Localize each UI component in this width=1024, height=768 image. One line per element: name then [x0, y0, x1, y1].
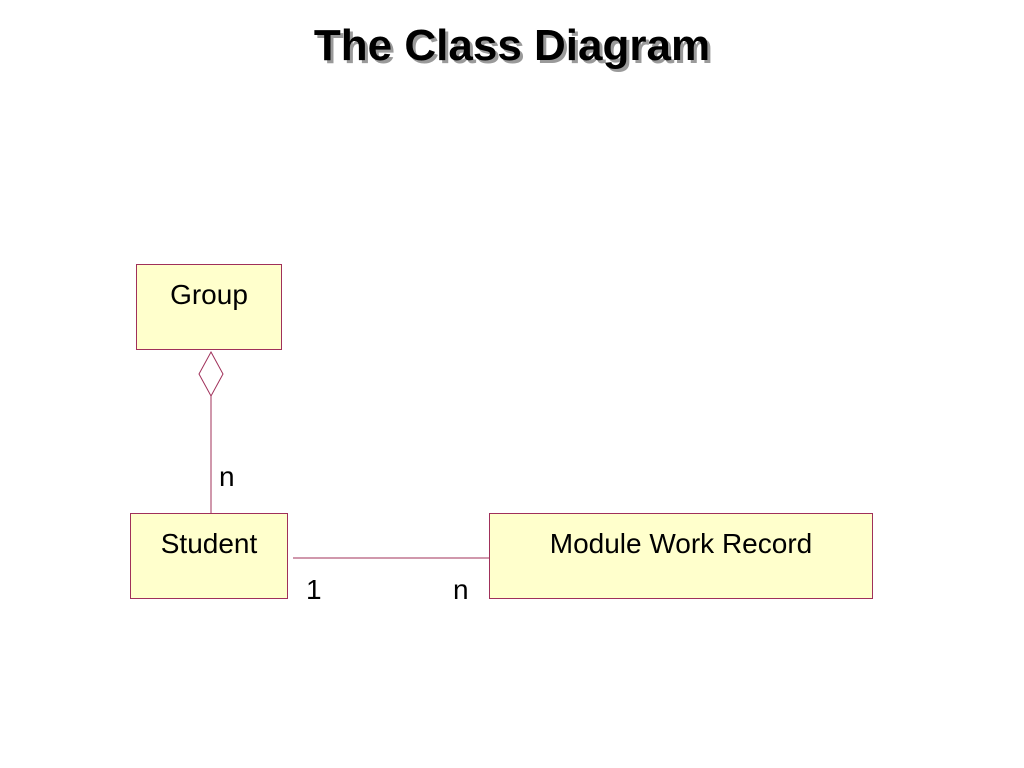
multiplicity-student-side: 1: [306, 574, 322, 605]
class-box-student[interactable]: Student: [130, 513, 288, 599]
class-name-student: Student: [160, 528, 258, 559]
class-name-group: Group: [170, 279, 248, 310]
class-name-module-work-record: Module Work Record: [549, 528, 813, 559]
class-box-group[interactable]: Group: [136, 264, 282, 350]
page-title: The Class Diagram: [313, 21, 711, 70]
multiplicity-module-side: n: [453, 574, 469, 605]
class-box-module-work-record[interactable]: Module Work Record: [489, 513, 873, 599]
multiplicity-group-student: n: [219, 461, 235, 492]
aggregation-diamond: [198, 350, 224, 398]
